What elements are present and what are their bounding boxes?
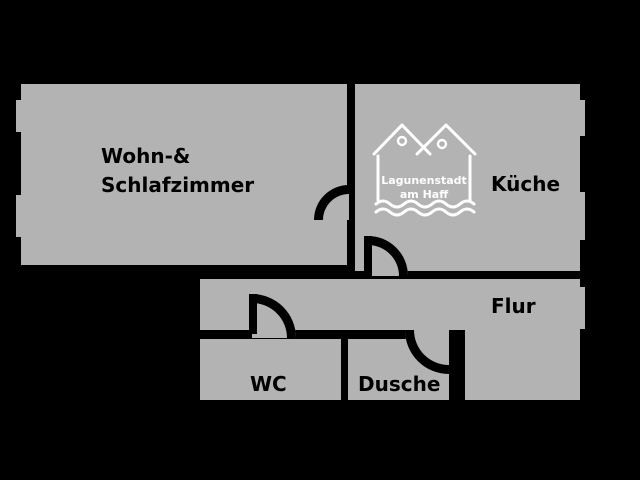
label-flur: Flur <box>491 294 536 318</box>
logo-line-1: Lagunenstadt <box>381 174 467 187</box>
door-jamb <box>449 330 458 400</box>
label-wohn-line-2: Schlafzimmer <box>101 173 254 197</box>
room-wc <box>200 339 341 400</box>
label-wc: WC <box>250 372 287 396</box>
window-left <box>396 135 408 147</box>
houses-waves-logo-icon <box>372 123 477 217</box>
window <box>16 100 23 132</box>
door-jamb <box>364 236 372 276</box>
room-flur <box>200 279 585 400</box>
room-area <box>355 84 580 271</box>
label-wohn-line-1: Wohn-& <box>101 144 190 168</box>
roof-left <box>372 123 432 156</box>
label-kueche: Küche <box>491 172 560 196</box>
window <box>578 100 585 136</box>
logo-line-2: am Haff <box>400 188 448 201</box>
wave-bottom <box>374 207 476 217</box>
window <box>578 287 585 329</box>
door-jamb <box>249 294 257 334</box>
door-dusche <box>405 330 458 400</box>
window <box>16 195 23 237</box>
window <box>578 192 585 240</box>
room-area <box>200 279 580 400</box>
door-wohnzimmer <box>314 185 349 220</box>
door-leaf <box>368 236 408 276</box>
wave-top <box>374 199 476 209</box>
room-area <box>21 84 347 265</box>
window-right <box>436 138 448 150</box>
room-wohn-schlafzimmer <box>16 84 347 265</box>
room-kueche <box>355 84 585 271</box>
label-dusche: Dusche <box>358 372 440 396</box>
roof-right <box>415 123 477 156</box>
door-leaf <box>405 330 449 374</box>
door-wc <box>249 294 296 338</box>
door-swing <box>252 294 296 338</box>
door-leaf <box>314 185 349 220</box>
door-kueche <box>364 236 408 276</box>
door-swing <box>405 330 449 374</box>
